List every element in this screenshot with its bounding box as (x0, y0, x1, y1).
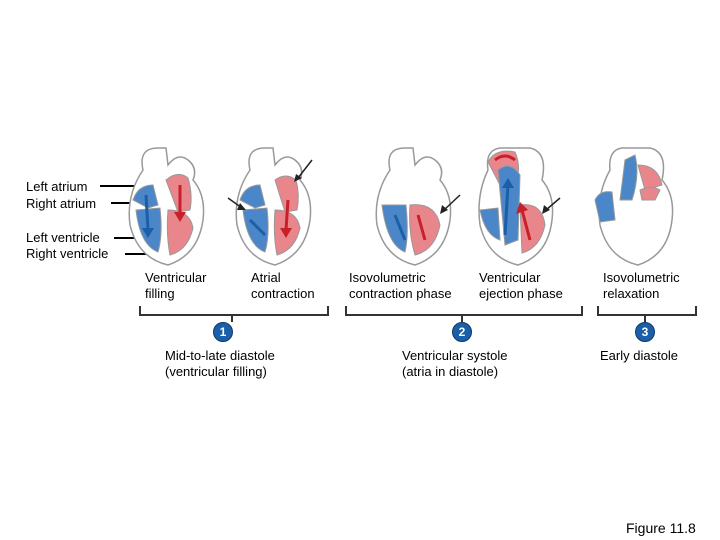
bracket-stage-3 (597, 306, 697, 316)
stage-1-label: Mid-to-late diastole (ventricular fillin… (165, 348, 275, 380)
bracket-stage-2 (345, 306, 583, 316)
phase-label-line1: Atrial (251, 270, 315, 286)
phase-label-line1: Isovolumetric (349, 270, 452, 286)
stage-3-label: Early diastole (600, 348, 678, 364)
bracket-stage-1 (139, 306, 329, 316)
phase-label-line1: Ventricular (479, 270, 563, 286)
phase-label-line2: filling (145, 286, 206, 302)
stage-label-line2: (atria in diastole) (402, 364, 508, 380)
heart-ventricular-ejection (470, 140, 570, 270)
phase-label-line1: Isovolumetric (603, 270, 680, 286)
phase-atrial-contraction: Atrial contraction (251, 270, 315, 302)
phase-label-line1: Ventricular (145, 270, 206, 286)
phase-isovolumetric-contraction: Isovolumetric contraction phase (349, 270, 452, 302)
heart-isovolumetric-relaxation (590, 140, 690, 270)
phase-label-line2: relaxation (603, 286, 680, 302)
bracket-tick-1 (231, 314, 233, 322)
bracket-tick-2 (461, 314, 463, 322)
heart-atrial-contraction (220, 140, 330, 270)
stage-1-badge: 1 (213, 322, 233, 342)
figure-label: Figure 11.8 (626, 520, 696, 536)
stage-label-line1: Mid-to-late diastole (165, 348, 275, 364)
stage-label-line1: Ventricular systole (402, 348, 508, 364)
bracket-tick-3 (644, 314, 646, 322)
stage-2-badge: 2 (452, 322, 472, 342)
phase-isovolumetric-relaxation: Isovolumetric relaxation (603, 270, 680, 302)
phase-label-line2: ejection phase (479, 286, 563, 302)
heart-ventricular-filling (118, 140, 218, 270)
phase-label-line2: contraction phase (349, 286, 452, 302)
stage-label-line1: Early diastole (600, 348, 678, 364)
phase-label-line2: contraction (251, 286, 315, 302)
heart-isovolumetric-contraction (360, 140, 470, 270)
stage-label-line2: (ventricular filling) (165, 364, 275, 380)
phase-ventricular-filling: Ventricular filling (145, 270, 206, 302)
stage-2-label: Ventricular systole (atria in diastole) (402, 348, 508, 380)
stage-3-badge: 3 (635, 322, 655, 342)
phase-ventricular-ejection: Ventricular ejection phase (479, 270, 563, 302)
